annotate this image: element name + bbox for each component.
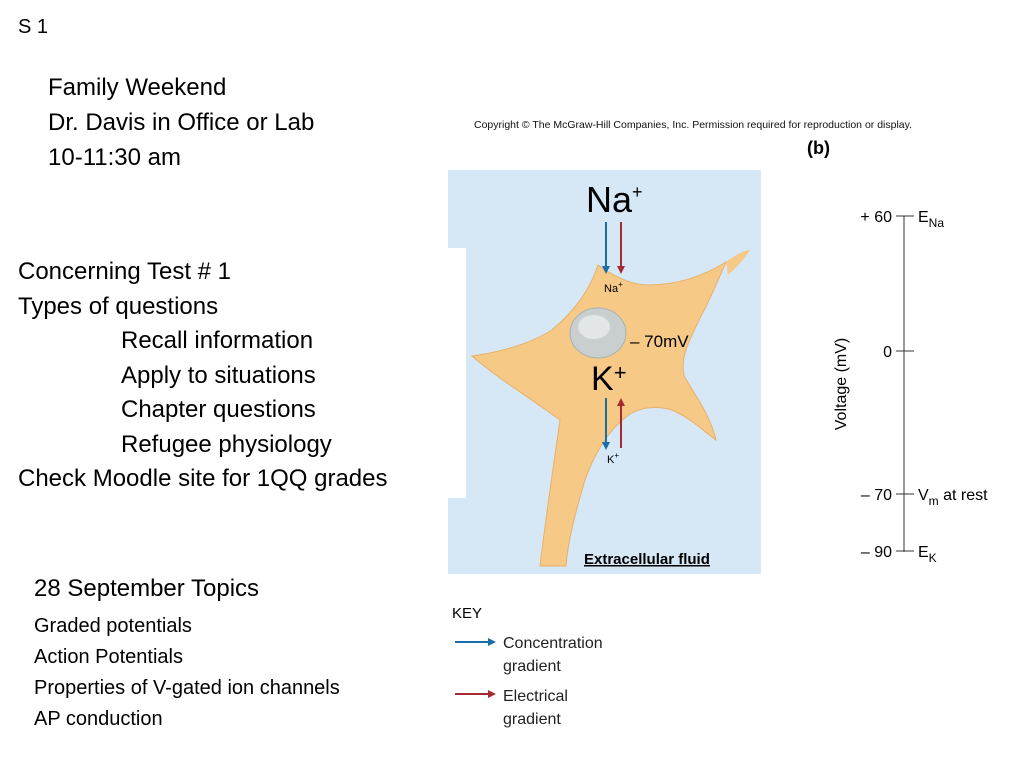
na-ion-label: Na+ — [586, 179, 643, 220]
test-notes: Concerning Test # 1 Types of questions R… — [18, 255, 388, 497]
topic-item: AP conduction — [34, 708, 163, 730]
announcement: Family Weekend Dr. Davis in Office or La… — [48, 70, 314, 175]
e-k-label: EK — [918, 544, 937, 565]
question-type: Recall information — [121, 327, 314, 354]
extracellular-fluid — [448, 170, 761, 574]
announcement-line: 10-11:30 am — [48, 144, 181, 171]
extracellular-fluid-label: Extracellular fluid — [584, 551, 710, 568]
scale-tick-label: – 90 — [861, 544, 892, 561]
panel-label: (b) — [807, 138, 830, 158]
question-types-label: Types of questions — [18, 292, 219, 320]
scale-tick-label: + 60 — [860, 209, 892, 226]
test-heading: Concerning Test # 1 — [18, 258, 232, 285]
nucleus — [569, 307, 627, 359]
voltage-axis-label: Voltage (mV) — [833, 338, 850, 430]
key-concentration-label: Concentration — [503, 635, 603, 652]
topic-item: Graded potentials — [34, 615, 192, 637]
k-outside-label: K+ — [607, 451, 619, 466]
key-electrical-label: gradient — [503, 711, 561, 728]
moodle-note: Check Moodle site for 1QQ grades — [18, 465, 388, 492]
topics-title: 28 September Topics — [34, 575, 260, 602]
text-overlap-mask — [448, 248, 466, 498]
vm-rest-label: Vm at rest — [918, 487, 988, 508]
topics-list: Graded potentials Action Potentials Prop… — [34, 611, 340, 735]
question-type: Refugee physiology — [121, 430, 332, 458]
slide-number: S 1 — [18, 16, 49, 38]
key-concentration-label: gradient — [503, 658, 561, 675]
neuron-cell-body — [470, 260, 728, 567]
e-na-label: ENa — [918, 209, 944, 230]
scale-tick-label: 0 — [883, 344, 892, 361]
k-ion-label: K+ — [591, 360, 627, 398]
copyright-notice: Copyright © The McGraw-Hill Companies, I… — [474, 119, 913, 131]
question-type: Chapter questions — [121, 396, 316, 423]
neuron-process — [726, 250, 750, 275]
announcement-line: Family Weekend — [48, 74, 227, 101]
question-type: Apply to situations — [121, 361, 316, 389]
topic-item: Action Potentials — [34, 646, 183, 668]
na-inside-label: Na+ — [604, 280, 623, 295]
key-title: KEY — [452, 605, 482, 622]
announcement-line: Dr. Davis in Office or Lab — [48, 109, 315, 136]
scale-tick-label: – 70 — [861, 487, 892, 504]
topic-item: Properties of V-gated ion channels — [34, 677, 340, 699]
membrane-voltage-label: – 70mV — [630, 332, 689, 351]
nucleus-highlight — [578, 315, 610, 339]
key-electrical-label: Electrical — [503, 688, 568, 705]
